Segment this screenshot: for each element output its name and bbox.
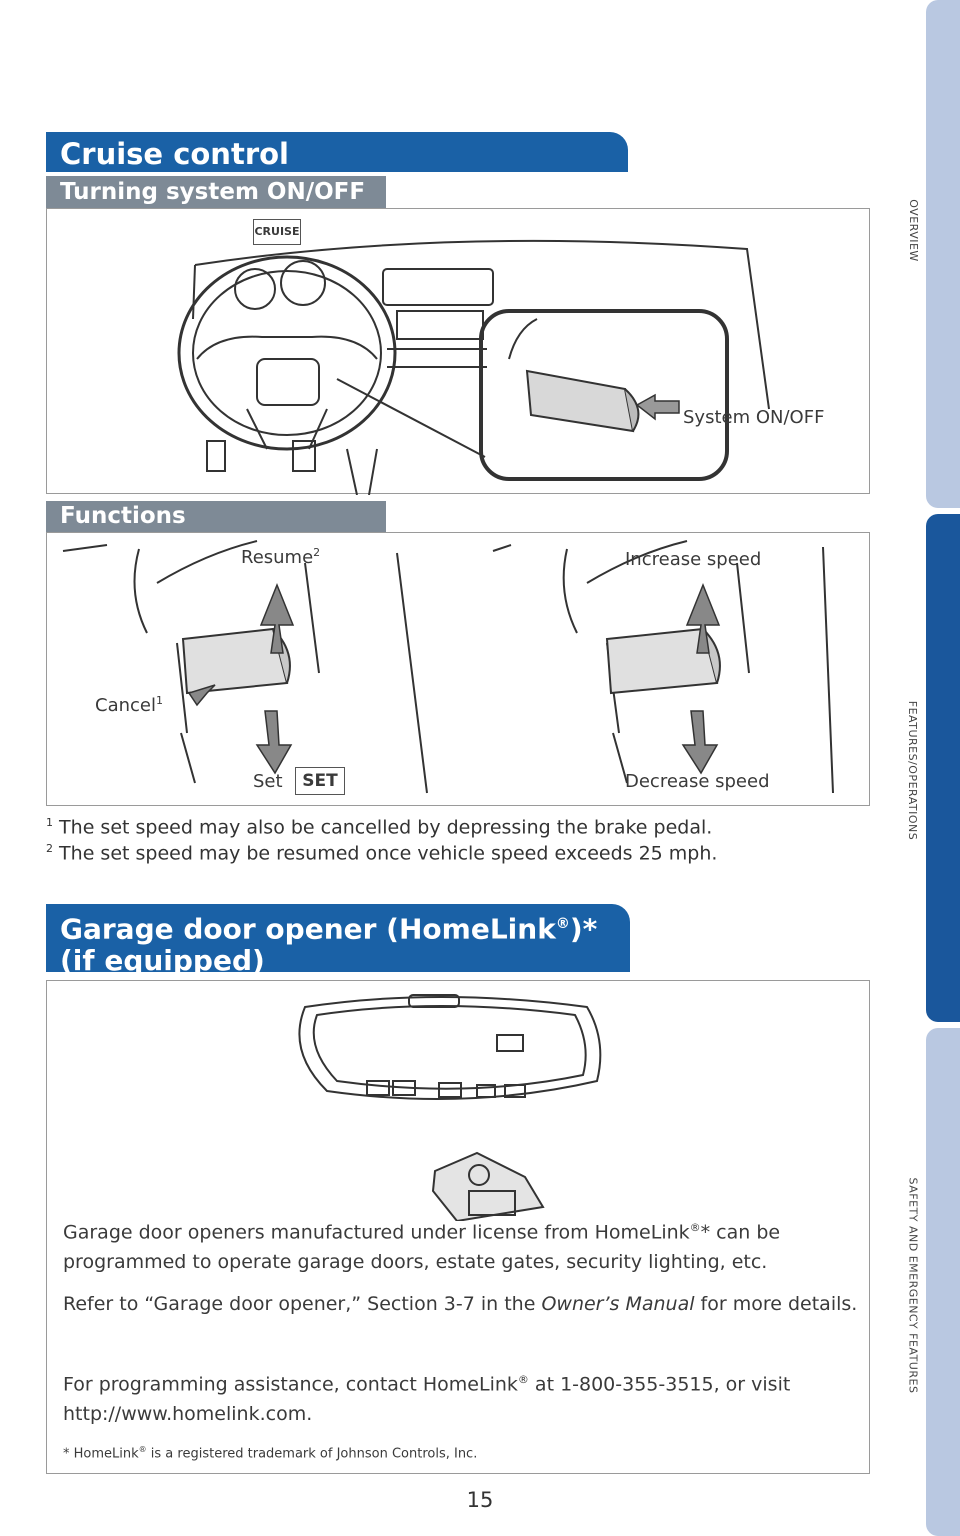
decrease-speed-label: Decrease speed xyxy=(625,771,770,792)
resume-label: Resume2 xyxy=(241,546,321,568)
sidebar-label-safety: SAFETY AND EMERGENCY FEATURES xyxy=(906,1177,920,1393)
dashboard-illustration xyxy=(177,239,770,495)
footnote-1: 1 The set speed may also be cancelled by… xyxy=(46,816,713,839)
system-onoff-label: System ON/OFF xyxy=(683,407,825,428)
homelink-paragraph-1: Garage door openers manufactured under l… xyxy=(63,1221,781,1274)
sidebar-tab-overview[interactable] xyxy=(926,0,960,508)
set-button-label: SET xyxy=(295,767,345,795)
cancel-label: Cancel1 xyxy=(95,694,163,716)
sidebar-label-features: FEATURES/OPERATIONS xyxy=(906,700,920,840)
homelink-illustration xyxy=(298,994,602,1221)
footnote-2: 2 The set speed may be resumed once vehi… xyxy=(46,842,718,865)
dashboard-figure: CRUISE System ON/OFF xyxy=(46,208,870,495)
functions-figure: Resume2 Cancel1 Set SET Increase speed D… xyxy=(46,532,870,806)
homelink-paragraph-2: Refer to “Garage door opener,” Section 3… xyxy=(63,1293,858,1315)
cruise-button-label: CRUISE xyxy=(253,219,301,245)
turning-system-heading: Turning system ON/OFF xyxy=(46,176,386,208)
sidebar-tab-features-operations[interactable] xyxy=(926,514,960,1022)
homelink-trademark-footnote: * HomeLink® is a registered trademark of… xyxy=(63,1445,478,1462)
lever-illustrations xyxy=(62,540,834,794)
homelink-paragraph-3: For programming assistance, contact Home… xyxy=(63,1373,791,1426)
sidebar-label-overview: OVERVIEW xyxy=(906,198,920,262)
sidebar-tab-safety[interactable] xyxy=(926,1028,960,1536)
page-number: 15 xyxy=(466,1488,494,1512)
increase-speed-label: Increase speed xyxy=(625,549,762,570)
functions-heading: Functions xyxy=(46,501,386,532)
garage-door-box: Garage door openers manufactured under l… xyxy=(46,980,870,1474)
cruise-control-heading: Cruise control xyxy=(46,132,628,172)
set-label: Set xyxy=(253,771,283,792)
garage-door-heading: Garage door opener (HomeLink®)* (if equi… xyxy=(46,904,630,977)
